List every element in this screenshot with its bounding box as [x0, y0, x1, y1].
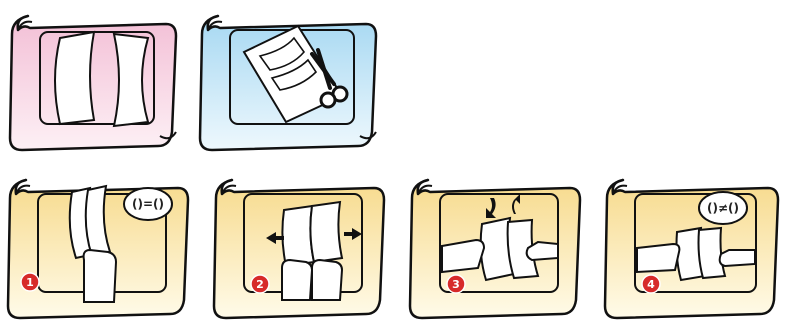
bubble-text: ()≠()	[707, 201, 739, 215]
step-number: 4	[647, 278, 655, 291]
scroll-frame-icon: 2	[214, 172, 389, 317]
scroll-frame-icon: ()≠() 4	[605, 172, 783, 317]
paper-strip-icon	[677, 228, 726, 280]
paper-strip-icon	[282, 202, 342, 266]
instruction-panel-2	[200, 8, 380, 148]
paper-strip-icon	[114, 34, 148, 126]
paper-strip-icon	[70, 186, 110, 258]
speech-bubble-icon: ()=()	[124, 188, 172, 220]
hand-icon	[442, 240, 484, 272]
hand-icon	[312, 260, 342, 300]
instruction-panel-6: ()≠() 4	[605, 172, 783, 317]
step-number: 3	[452, 278, 460, 291]
hand-icon	[84, 250, 116, 302]
hand-icon	[637, 244, 679, 272]
speech-bubble-icon: ()≠()	[699, 192, 747, 224]
instruction-panel-3: ()=() 1	[8, 172, 193, 317]
step-number: 1	[26, 276, 34, 289]
step-number: 2	[256, 278, 264, 291]
scroll-frame-icon	[10, 8, 180, 148]
instruction-panel-4: 2	[214, 172, 389, 317]
paper-strip-icon	[55, 32, 94, 124]
step-badge-icon: 3	[447, 275, 465, 293]
scroll-frame-icon: 3	[410, 172, 585, 317]
hand-icon	[720, 250, 755, 266]
step-badge-icon: 4	[642, 275, 660, 293]
instruction-panel-5: 3	[410, 172, 585, 317]
scroll-frame-icon	[200, 8, 380, 148]
scroll-frame-icon: ()=() 1	[8, 172, 193, 317]
step-badge-icon: 2	[251, 275, 269, 293]
instruction-panel-1	[10, 8, 180, 148]
hand-icon	[282, 260, 312, 300]
step-badge-icon: 1	[21, 273, 39, 291]
bubble-text: ()=()	[132, 197, 164, 211]
